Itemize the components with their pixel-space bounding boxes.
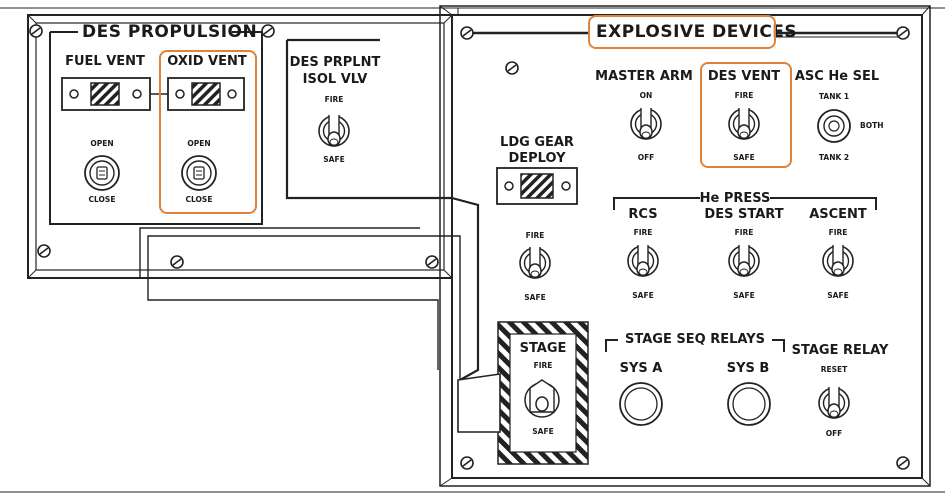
fuel-vent-label: FUEL VENT (65, 54, 145, 69)
fuel-vent-open-label: OPEN (90, 139, 114, 148)
ascent-label: ASCENT (809, 207, 867, 222)
sys-a-button[interactable] (620, 383, 662, 425)
des-start-safe-label: SAFE (733, 291, 755, 300)
stage-safe-label: SAFE (532, 427, 554, 436)
master-arm-on-label: ON (639, 91, 653, 100)
ldg-gear-fire-label: FIRE (525, 231, 545, 240)
stage-switch[interactable] (525, 383, 559, 417)
deploy-label: DEPLOY (508, 151, 566, 166)
asc-he-sel-tank2-label: TANK 2 (818, 153, 850, 162)
master-arm-off-label: OFF (637, 153, 655, 162)
he-press-title: He PRESS (699, 191, 771, 206)
stage-fire-label: FIRE (533, 361, 553, 370)
master-arm-toggle[interactable] (630, 108, 662, 140)
stage-seq-relays-title: STAGE SEQ RELAYS (625, 332, 765, 347)
rcs-fire-label: FIRE (633, 228, 653, 237)
fuel-vent-switch[interactable] (85, 156, 119, 190)
fuel-vent-close-label: CLOSE (88, 195, 116, 204)
ldg-gear-label: LDG GEAR (500, 135, 574, 150)
sys-b-label: SYS B (726, 361, 770, 376)
oxid-vent-close-label: CLOSE (185, 195, 213, 204)
sys-b-button[interactable] (728, 383, 770, 425)
des-start-fire-label: FIRE (734, 228, 754, 237)
oxid-vent-label: OXID VENT (167, 54, 247, 69)
des-prplnt-fire-label: FIRE (324, 95, 344, 104)
des-prplnt-safe-label: SAFE (323, 155, 345, 164)
stage-label: STAGE (519, 341, 567, 356)
ascent-toggle[interactable] (822, 245, 854, 277)
ascent-safe-label: SAFE (827, 291, 849, 300)
rcs-safe-label: SAFE (632, 291, 654, 300)
asc-he-sel-label: ASC He SEL (794, 69, 880, 84)
stage-relay-label: STAGE RELAY (791, 343, 889, 358)
des-vent-fire-label: FIRE (734, 91, 754, 100)
isol-vlv-label: ISOL VLV (302, 72, 368, 87)
highlight-des-vent (700, 62, 792, 168)
des-start-toggle[interactable] (728, 245, 760, 277)
highlight-explosive-devices-title (588, 15, 776, 49)
des-vent-safe-label: SAFE (733, 153, 755, 162)
des-propulsion-title: DES PROPULSION (82, 22, 258, 42)
asc-he-sel-both-label: BOTH (860, 121, 884, 130)
highlight-oxid-vent (159, 50, 257, 214)
stage-relay-off-label: OFF (825, 429, 843, 438)
ldg-gear-safe-label: SAFE (524, 293, 546, 302)
sys-a-label: SYS A (619, 361, 663, 376)
ldg-gear-deploy-toggle[interactable] (519, 247, 551, 279)
des-vent-label: DES VENT (707, 69, 781, 84)
des-prplnt-isol-toggle[interactable] (318, 115, 350, 147)
master-arm-label: MASTER ARM (595, 69, 693, 84)
stage-relay-toggle[interactable] (818, 387, 850, 419)
ascent-fire-label: FIRE (828, 228, 848, 237)
des-prplnt-label: DES PRPLNT (289, 55, 381, 70)
des-start-label: DES START (704, 207, 784, 222)
asc-he-sel-rotary[interactable] (818, 110, 850, 142)
rcs-toggle[interactable] (627, 245, 659, 277)
asc-he-sel-tank1-label: TANK 1 (818, 92, 850, 101)
explosive-devices-title: EXPLOSIVE DEVICES (596, 22, 798, 42)
stage-relay-reset-label: RESET (820, 365, 848, 374)
oxid-vent-open-label: OPEN (187, 139, 211, 148)
rcs-label: RCS (628, 207, 658, 222)
